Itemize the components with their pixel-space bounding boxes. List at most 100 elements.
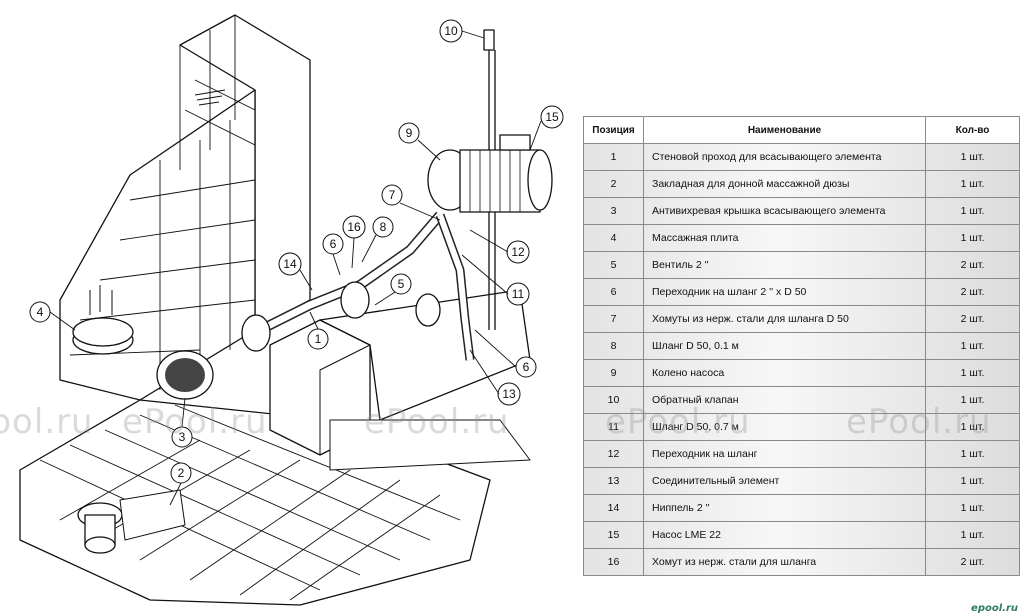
massage-plate — [72, 285, 134, 355]
svg-text:14: 14 — [283, 257, 297, 271]
cell-qty: 1 шт. — [925, 413, 1020, 441]
cell-name: Хомуты из нерж. стали для шланга D 50 — [643, 305, 926, 333]
svg-text:4: 4 — [37, 305, 44, 319]
cell-qty: 1 шт. — [925, 440, 1020, 468]
cell-qty: 1 шт. — [925, 143, 1020, 171]
cell-name: Обратный клапан — [643, 386, 926, 414]
cell-qty: 1 шт. — [925, 197, 1020, 225]
cell-qty: 1 шт. — [925, 494, 1020, 522]
callout-6a: 6 — [322, 233, 344, 255]
svg-text:12: 12 — [511, 245, 525, 259]
hose-assembly — [241, 211, 475, 361]
cell-pos: 11 — [583, 413, 644, 441]
cell-name: Шланг D 50, 0.7 м — [643, 413, 926, 441]
cell-pos: 7 — [583, 305, 644, 333]
cell-qty: 2 шт. — [925, 548, 1020, 576]
cell-name: Соединительный элемент — [643, 467, 926, 495]
svg-text:6: 6 — [330, 237, 337, 251]
svg-text:1: 1 — [315, 332, 322, 346]
cell-qty: 2 шт. — [925, 278, 1020, 306]
cell-qty: 1 шт. — [925, 359, 1020, 387]
cell-qty: 2 шт. — [925, 251, 1020, 279]
callout-13: 13 — [497, 382, 521, 406]
svg-text:7: 7 — [389, 188, 396, 202]
cell-pos: 8 — [583, 332, 644, 360]
callout-3: 3 — [171, 426, 193, 448]
svg-text:15: 15 — [545, 110, 559, 124]
callout-6b: 6 — [515, 356, 537, 378]
cell-qty: 1 шт. — [925, 224, 1020, 252]
cell-name: Закладная для донной массажной дюзы — [643, 170, 926, 198]
svg-text:5: 5 — [398, 277, 405, 291]
svg-text:8: 8 — [380, 220, 387, 234]
svg-text:2: 2 — [178, 466, 185, 480]
equipment-box — [269, 289, 531, 471]
cell-pos: 9 — [583, 359, 644, 387]
pump-motor — [427, 134, 553, 213]
callout-12: 12 — [506, 240, 530, 264]
cell-pos: 4 — [583, 224, 644, 252]
cell-qty: 2 шт. — [925, 305, 1020, 333]
cell-name: Массажная плита — [643, 224, 926, 252]
callout-16: 16 — [342, 215, 366, 239]
callout-7: 7 — [381, 184, 403, 206]
cell-name: Переходник на шланг — [643, 440, 926, 468]
cell-qty: 1 шт. — [925, 521, 1020, 549]
cell-pos: 6 — [583, 278, 644, 306]
cell-pos: 10 — [583, 386, 644, 414]
svg-text:10: 10 — [444, 24, 458, 38]
pool-installation-diagram: 1 2 3 4 5 6 6 7 8 9 10 11 12 13 14 15 16 — [19, 14, 564, 606]
anti-vortex-cover — [156, 350, 214, 400]
svg-text:11: 11 — [512, 287, 525, 301]
cell-name: Переходник на шланг 2 '' x D 50 — [643, 278, 926, 306]
cell-name: Стеновой проход для всасывающего элемент… — [643, 143, 926, 171]
footer-logo: epool.ru — [971, 603, 1018, 614]
cell-pos: 15 — [583, 521, 644, 549]
callout-15: 15 — [540, 105, 564, 129]
floor-nozzle — [77, 489, 186, 554]
callout-2: 2 — [170, 462, 192, 484]
cell-qty: 1 шт. — [925, 332, 1020, 360]
cell-pos: 3 — [583, 197, 644, 225]
callout-4: 4 — [29, 301, 51, 323]
cell-name: Колено насоса — [643, 359, 926, 387]
svg-text:6: 6 — [523, 360, 530, 374]
cell-name: Насос LME 22 — [643, 521, 926, 549]
callout-11: 11 — [506, 282, 530, 306]
cell-pos: 13 — [583, 467, 644, 495]
callout-9: 9 — [398, 122, 420, 144]
svg-text:9: 9 — [406, 126, 413, 140]
column-header-name: Наименование — [643, 116, 926, 144]
callout-14: 14 — [278, 252, 302, 276]
cell-name: Вентиль 2 '' — [643, 251, 926, 279]
cell-name: Хомут из нерж. стали для шланга — [643, 548, 926, 576]
callout-1: 1 — [307, 328, 329, 350]
cell-qty: 1 шт. — [925, 467, 1020, 495]
cell-name: Шланг D 50, 0.1 м — [643, 332, 926, 360]
cell-qty: 1 шт. — [925, 170, 1020, 198]
column-header-qty: Кол-во — [925, 116, 1020, 144]
cell-pos: 2 — [583, 170, 644, 198]
cell-pos: 14 — [583, 494, 644, 522]
callout-8: 8 — [372, 216, 394, 238]
cell-name: Ниппель 2 '' — [643, 494, 926, 522]
cell-qty: 1 шт. — [925, 386, 1020, 414]
cell-pos: 5 — [583, 251, 644, 279]
svg-text:13: 13 — [502, 387, 516, 401]
